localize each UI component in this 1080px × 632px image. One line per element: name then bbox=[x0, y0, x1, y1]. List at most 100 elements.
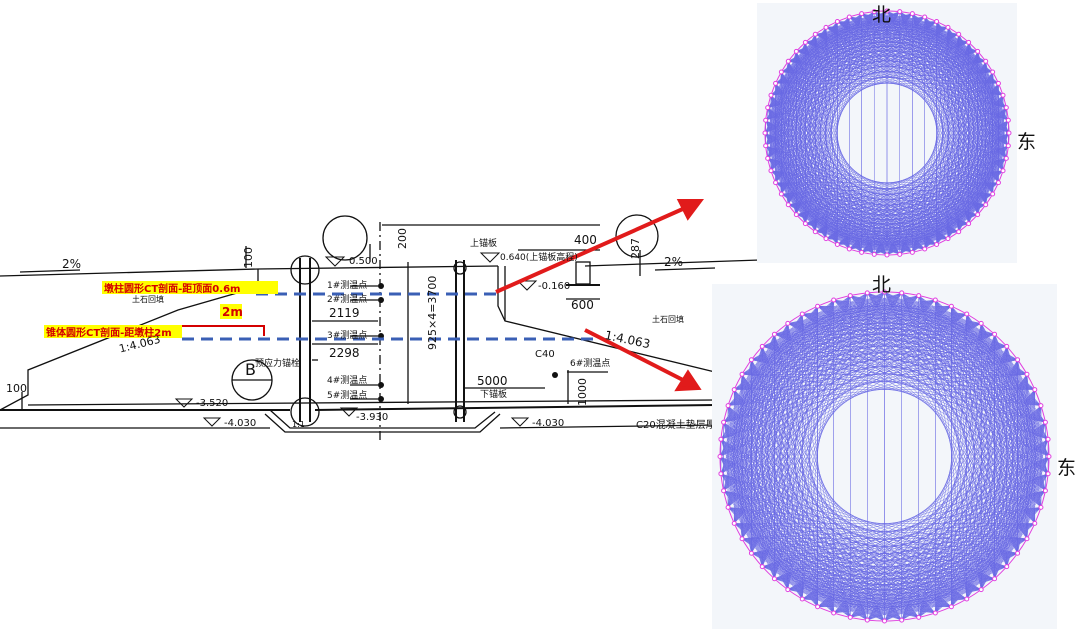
sensor-node bbox=[975, 212, 981, 218]
sensor-node bbox=[1015, 357, 1021, 363]
sensor-node bbox=[718, 471, 724, 477]
sensor-node bbox=[897, 9, 903, 15]
sensor-node bbox=[799, 596, 805, 602]
sensor-node bbox=[922, 246, 928, 252]
elev-m4030-left: -4.030 bbox=[224, 418, 256, 429]
sensor-node bbox=[956, 229, 962, 235]
pt2-text: 2#测温点 bbox=[327, 294, 367, 305]
prestress-anchor-text: 预应力锚栓 bbox=[255, 357, 300, 369]
sensor-node bbox=[1038, 403, 1044, 409]
dim-5000: 5000 bbox=[477, 374, 508, 388]
cushion-text: C20混凝土垫层厚10 bbox=[636, 418, 728, 431]
north-label-bottom: 北 bbox=[872, 274, 892, 296]
sensor-node bbox=[990, 191, 996, 197]
sensor-node bbox=[799, 311, 805, 317]
sensor-node bbox=[992, 576, 998, 582]
sensor-node bbox=[1005, 117, 1011, 123]
sensor-node bbox=[1003, 105, 1009, 111]
sensor-node bbox=[768, 92, 774, 98]
sensor-node bbox=[834, 241, 840, 247]
dim-400: 400 bbox=[574, 233, 597, 247]
sensor-node bbox=[762, 130, 768, 136]
sensor-node bbox=[909, 11, 915, 17]
elev-m3520: -3.520 bbox=[196, 398, 228, 409]
sensor-node bbox=[978, 320, 984, 326]
sensor-node bbox=[1015, 550, 1021, 556]
sensor-node bbox=[964, 311, 970, 317]
sensor-node bbox=[725, 403, 731, 409]
sensor-node bbox=[739, 536, 745, 542]
sensor-node bbox=[1046, 454, 1052, 459]
sensor-node bbox=[846, 14, 852, 20]
sensor-node bbox=[1032, 520, 1038, 526]
sensor-node bbox=[1045, 471, 1051, 477]
slope-ratio-right: 1:4.063 bbox=[604, 328, 652, 351]
sensor-node bbox=[759, 343, 765, 349]
sensor-node bbox=[1024, 371, 1030, 377]
sensor-node bbox=[884, 252, 890, 258]
pt6-text: 6#测温点 bbox=[570, 358, 610, 369]
sensor-node bbox=[864, 617, 870, 623]
sensor-node bbox=[884, 8, 890, 14]
sensor-node bbox=[812, 229, 818, 235]
north-label-top: 北 bbox=[872, 4, 892, 26]
pt1-text: 1#测温点 bbox=[327, 280, 367, 291]
sensor-node bbox=[948, 604, 954, 610]
sensor-node bbox=[731, 520, 737, 526]
pt5-text: 5#测温点 bbox=[327, 390, 367, 401]
sensor-node bbox=[932, 610, 938, 616]
dim-925: 925×4=3700 bbox=[426, 276, 439, 350]
label-2m: 2m bbox=[222, 305, 243, 319]
sensor-node bbox=[1042, 488, 1048, 494]
sensor-node bbox=[995, 80, 1001, 86]
ct-ray-diagram-bottom bbox=[712, 284, 1057, 629]
sensor-node bbox=[773, 180, 779, 186]
sensor-node bbox=[995, 180, 1001, 186]
sensor-node bbox=[934, 241, 940, 247]
elev-0640: 0.640(上锚板高程) bbox=[500, 251, 578, 263]
backfill-right-text: 土石回填 bbox=[652, 314, 684, 324]
one-to-one-text: 1:1 bbox=[292, 420, 305, 429]
sensor-node bbox=[765, 155, 771, 161]
dim-2298: 2298 bbox=[329, 346, 360, 360]
pt4-text: 4#测温点 bbox=[327, 375, 367, 386]
c40-text: C40 bbox=[535, 349, 555, 360]
sensor-node bbox=[1003, 155, 1009, 161]
sensor-node bbox=[945, 24, 951, 30]
dim-600: 600 bbox=[571, 298, 594, 312]
sensor-node bbox=[785, 202, 791, 208]
sensor-node bbox=[916, 293, 922, 299]
sensor-node bbox=[932, 297, 938, 303]
sensor-node bbox=[916, 614, 922, 620]
sensor-node bbox=[793, 212, 799, 218]
sensor-node bbox=[785, 587, 791, 593]
east-label-bottom: 东 bbox=[1057, 457, 1077, 479]
elev-m0160: -0.160 bbox=[538, 281, 570, 292]
sensor-node bbox=[1045, 436, 1051, 442]
sensor-node bbox=[815, 604, 821, 610]
sensor-node bbox=[966, 221, 972, 227]
sensor-node bbox=[1006, 130, 1012, 136]
sensor-node bbox=[975, 48, 981, 54]
sensor-node bbox=[785, 58, 791, 64]
dim-200: 200 bbox=[396, 228, 409, 249]
upper-anchor-text: 上锚板 bbox=[470, 237, 497, 249]
sensor-node bbox=[983, 58, 989, 64]
sensor-node bbox=[721, 488, 727, 494]
sensor-node bbox=[846, 246, 852, 252]
sensor-node bbox=[759, 564, 765, 570]
elev-m4030-right: -4.030 bbox=[532, 418, 564, 429]
sensor-node bbox=[1024, 536, 1030, 542]
sensor-node bbox=[748, 357, 754, 363]
slope-right-text: 2% bbox=[664, 255, 683, 269]
dim-1000: 1000 bbox=[576, 378, 589, 406]
sensor-node bbox=[778, 69, 784, 75]
dim-100-left: 100 bbox=[6, 382, 27, 395]
sensor-node bbox=[731, 387, 737, 393]
backfill-left-text: 土石回填 bbox=[132, 294, 164, 304]
sensor-node bbox=[1000, 168, 1006, 174]
sensor-node bbox=[992, 331, 998, 337]
ct-ray-diagram-top bbox=[757, 3, 1017, 263]
sensor-node bbox=[899, 290, 905, 296]
